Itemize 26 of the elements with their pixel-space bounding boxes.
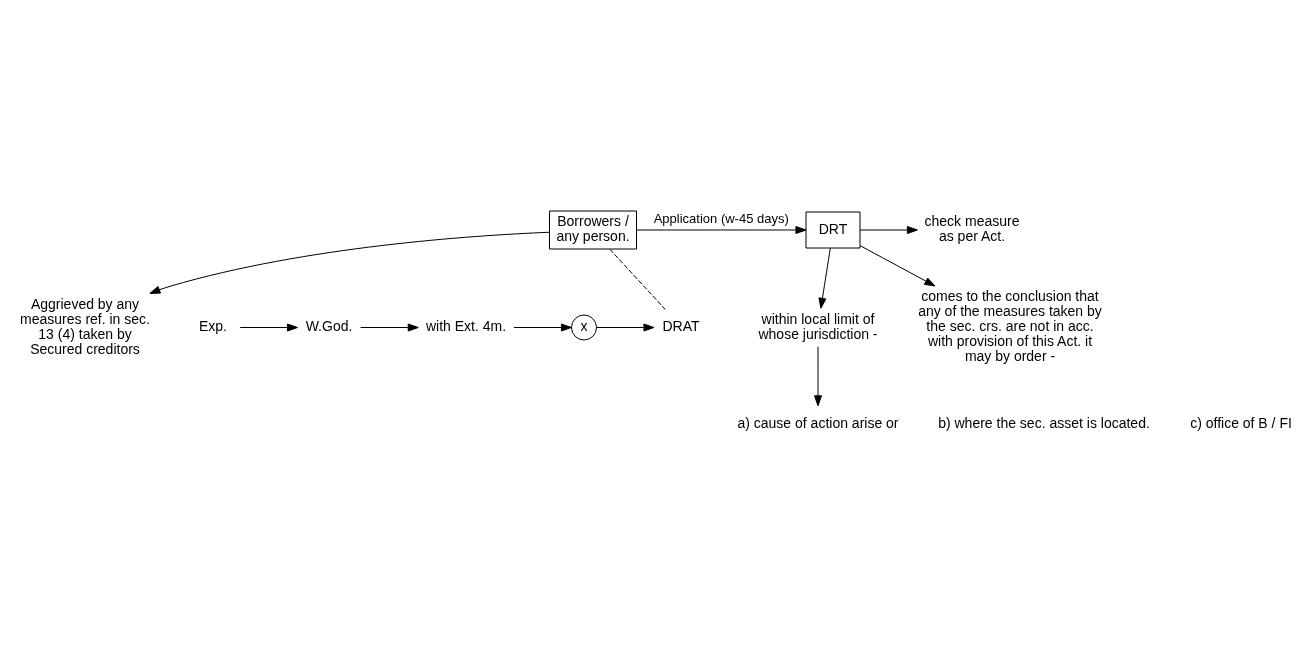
arrow [595, 323, 654, 332]
node-text: check measure as per Act. [924, 213, 1019, 245]
node-text: W.God. [305, 318, 352, 335]
node-circle: x [570, 314, 597, 341]
node-text: Exp. [198, 318, 227, 335]
node-text: DRAT [661, 318, 700, 335]
arrow [148, 231, 550, 294]
node-text: comes to the conclusion that any of the measures taken by the sec. crs. are not in acc. with provision of this Act. it may by order - [917, 288, 1102, 365]
arrow [859, 226, 918, 234]
arrow [512, 323, 572, 332]
node-box: DRT [805, 211, 860, 249]
arrow [859, 245, 935, 287]
arrow [813, 346, 822, 407]
arrow [359, 323, 419, 332]
node-box: Borrowers / any person. [548, 210, 637, 250]
edge-label: Application (w-45 days) [653, 211, 789, 227]
arrow [239, 323, 298, 332]
node-text: within local limit of whose jurisdiction - [757, 310, 878, 342]
node-text: c) office of B / FI [1189, 414, 1292, 431]
arrow [817, 247, 831, 309]
node-text: with Ext. 4m. [425, 318, 506, 335]
node-text: Aggrieved by any measures ref. in sec. 13 (4) taken by Secured creditors [19, 295, 150, 357]
arrow [635, 226, 806, 234]
node-text: b) where the sec. asset is located. [937, 414, 1150, 431]
connector [608, 248, 666, 310]
node-text: a) cause of action arise or [736, 414, 899, 431]
